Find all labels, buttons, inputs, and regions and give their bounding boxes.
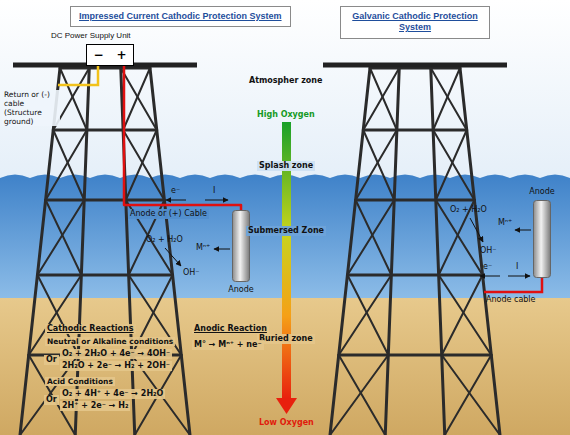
terminal-sign: +: [116, 48, 126, 62]
tower-brace: [330, 355, 388, 435]
anode-body: [534, 201, 551, 278]
tower-leg: [431, 68, 445, 435]
reaction-equation: O₂ + 2H₂O + 4e⁻ → 4OH⁻: [60, 349, 172, 359]
ion-arrow: [214, 249, 230, 250]
reaction-equation: O₂ + 4H⁺ + 4e⁻ → 2H₂O: [60, 389, 165, 399]
reaction-heading: Cathodic Reactions: [45, 324, 136, 334]
current-arrow: [205, 200, 228, 201]
power-supply-box: DC Power Supply Unit−+: [86, 44, 134, 66]
zone-label: Splash zone: [257, 161, 315, 171]
anode-label: Anode: [228, 285, 253, 294]
electron-arrow: [480, 276, 500, 277]
title-box: Impressed Current Cathodic Protection Sy…: [70, 6, 291, 27]
reaction-arrow: [470, 218, 483, 242]
or-label: Or: [44, 395, 59, 405]
current-arrow: [508, 276, 530, 277]
tower-brace: [46, 130, 87, 200]
zone-label: Buried zone: [257, 334, 315, 344]
tower-brace: [126, 130, 157, 200]
tower-brace: [363, 68, 399, 130]
zone-label: Submersed Zone: [246, 226, 326, 236]
terminal-sign: −: [93, 48, 103, 62]
reaction-arrow: [165, 248, 181, 266]
ion-arrow: [515, 230, 531, 231]
tower-brace: [356, 200, 392, 275]
tower-brace: [46, 199, 165, 202]
return-cable: [58, 66, 98, 85]
tower-brace: [46, 200, 82, 275]
condition-label: Acid Conditions: [45, 377, 115, 386]
condition-label: Neutral or Alkaline conditions: [45, 337, 175, 346]
species-label: OH⁻: [183, 268, 200, 278]
anode-cable-connector: [124, 66, 241, 210]
tower-brace: [363, 129, 467, 132]
tower-leg: [385, 68, 399, 435]
cable-label: Anode cable: [486, 295, 536, 305]
electron-label: e⁻: [483, 262, 492, 272]
tower-deck: [323, 63, 507, 68]
zone-label: Atmospher zone: [249, 76, 322, 86]
electron-arrow: [166, 200, 186, 201]
tower-leg: [330, 68, 370, 435]
electron-label: e⁻: [171, 186, 180, 196]
tower-brace: [37, 274, 172, 277]
tower-brace: [347, 274, 482, 277]
tower-brace: [439, 275, 492, 355]
tower-brace: [347, 275, 388, 355]
tower-leg: [460, 68, 500, 435]
oxygen-label: Low Oxygen: [259, 418, 314, 428]
tower-brace: [442, 275, 483, 355]
tower-brace: [37, 200, 84, 275]
tower-brace: [339, 275, 392, 355]
oxygen-label: High Oxygen: [257, 110, 315, 120]
current-label: I: [213, 186, 215, 196]
tower-brace: [431, 68, 467, 130]
reaction-equation: 2H⁺ + 2e⁻ → H₂: [60, 401, 130, 411]
anode-rod: Anode: [533, 200, 551, 278]
tower-brace: [347, 200, 394, 275]
anode-cable: [484, 278, 542, 292]
unit-label: DC Power Supply Unit: [51, 31, 131, 40]
tower-brace: [433, 68, 460, 130]
tower-brace: [123, 68, 150, 130]
reaction-equation: M° → Mⁿ⁺ + ne⁻: [192, 340, 264, 350]
tower-brace: [433, 130, 474, 200]
tower-brace: [436, 130, 467, 200]
title-text: Impressed Current Cathodic Protection Sy…: [79, 11, 282, 22]
tower-brace: [356, 130, 397, 200]
title-text: Galvanic Cathodic Protection System: [349, 11, 481, 34]
species-label: O₂ + H₂O: [450, 205, 487, 215]
ion-label: Mⁿ⁺: [196, 243, 210, 253]
species-label: OH⁻: [480, 246, 497, 256]
reaction-equation: 2H₂O + 2e⁻ → H₂ + 2OH⁻: [60, 361, 172, 371]
species-label: O₂ + H₂O: [146, 235, 183, 245]
ion-label: Mⁿ⁺: [498, 218, 512, 228]
tower-brace: [123, 130, 164, 200]
anode-rod: Anode: [232, 210, 250, 282]
anode-shape: [232, 210, 250, 282]
tower-brace: [121, 68, 157, 130]
current-label: I: [516, 262, 518, 272]
tower-leg: [150, 68, 190, 435]
tower-brace: [339, 354, 492, 357]
title-box: Galvanic Cathodic Protection System: [340, 6, 490, 39]
connector-label: Anode or (+) Cable: [128, 209, 209, 219]
tower-brace: [356, 199, 475, 202]
anode-label: Anode: [529, 187, 554, 196]
tower-brace: [445, 355, 492, 435]
reaction-heading: Anodic Reaction: [192, 324, 269, 334]
oxygen-arrowhead: [276, 398, 297, 414]
tower-brace: [442, 355, 500, 435]
tower-brace: [339, 355, 386, 435]
anode-body: [233, 211, 250, 282]
anode-shape: [533, 200, 551, 278]
cable-note: Return or (-) cable (Structure ground): [2, 90, 60, 126]
jacket-structures: [13, 65, 507, 435]
or-label: Or: [44, 355, 59, 365]
tower-brace: [53, 129, 157, 132]
